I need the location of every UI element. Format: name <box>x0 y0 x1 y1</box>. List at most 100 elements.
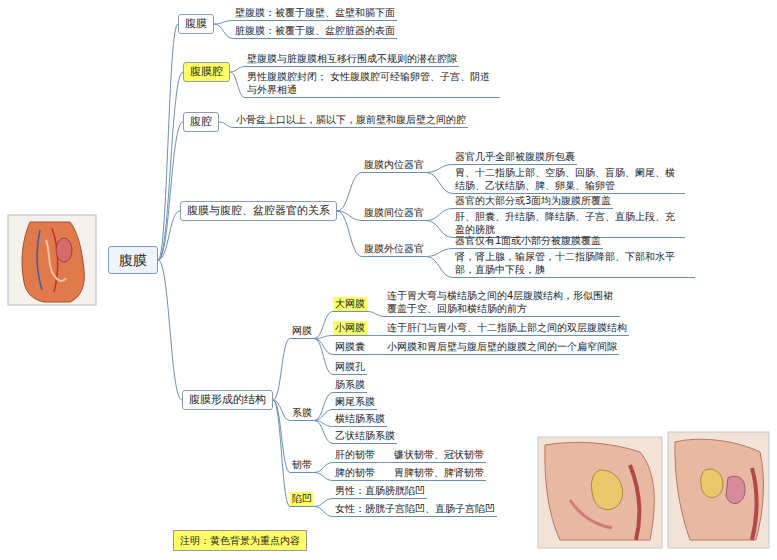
node-label: 陷凹 <box>292 493 312 504</box>
mindmap-connector <box>426 221 453 238</box>
node-label: 连于胃大弯与横结肠之间的4层腹膜结构，形似围裙覆盖于空、回肠和横结肠的前方 <box>387 290 613 314</box>
mindmap-connector <box>367 312 385 317</box>
note-box: 注明：黄色背景为重点内容 <box>173 530 307 551</box>
node-label: 器官仅有1面或小部分被腹膜覆盖 <box>455 235 601 246</box>
mindmap-connector <box>367 354 385 355</box>
node-label: 女性：膀胱子宫陷凹、直肠子宫陷凹 <box>335 503 495 514</box>
branch-text: 肾，肾上腺，输尿管，十二指肠降部、下部和水平部，直肠中下段，胰 <box>453 250 695 278</box>
node-label: 大网膜 <box>335 298 365 309</box>
branch-text: 连于胃大弯与横结肠之间的4层腹膜结构，形似围裙覆盖于空、回肠和横结肠的前方 <box>385 289 620 317</box>
node-label: 腹膜 <box>185 17 207 30</box>
node-label: 小网膜 <box>335 322 365 333</box>
node-label: 横结肠系膜 <box>335 413 385 424</box>
branch-text: 阑尾系膜 <box>333 395 377 410</box>
node-label: 肝的韧带 <box>335 449 375 460</box>
branch-text: 横结肠系膜 <box>333 412 387 427</box>
mindmap-connector <box>158 24 178 260</box>
mindmap-connector <box>219 122 234 128</box>
branch-text: 壁腹膜与脏腹膜相互移行围成不规则的潜在腔隙 <box>245 52 459 67</box>
node-label: 连于肝门与胃小弯、十二指肠上部之间的双层腹膜结构 <box>387 322 627 333</box>
node-label: 器官几乎全部被腹膜所包裹 <box>455 151 575 162</box>
node-label: 壁腹膜：被覆于腹壁、盆壁和膈下面 <box>235 7 395 18</box>
subtopic-text: 网膜 <box>290 324 314 339</box>
female-pelvis-illustration <box>668 432 769 548</box>
mindmap-connector <box>214 24 233 39</box>
branch-text: 男性：直肠膀胱陷凹 <box>333 484 427 499</box>
node-label: 小骨盆上口以上，膈以下，腹前壁和腹后壁之间的腔 <box>236 114 466 125</box>
node-label: 腹膜腔 <box>190 65 223 78</box>
node-label: 注明：黄色背景为重点内容 <box>180 535 300 546</box>
mindmap-connector <box>314 339 333 355</box>
node-label: 腹膜形成的结构 <box>189 393 266 406</box>
node-label: 韧带 <box>292 459 312 470</box>
mindmap-connector <box>314 463 333 473</box>
node-label: 腹腔 <box>190 115 212 128</box>
node-label: 脏腹膜：被覆于腹、盆腔脏器的表面 <box>235 25 395 36</box>
node-label: 脾的韧带 <box>335 467 375 478</box>
mindmap-connector <box>426 257 453 278</box>
branch-text: 胃、十二指肠上部、空肠、回肠、盲肠、阑尾、横结肠、乙状结肠、脾、卵巢、输卵管 <box>453 166 685 194</box>
branch-text: 壁腹膜：被覆于腹壁、盆壁和膈下面 <box>233 6 397 21</box>
branch-text: 女性：膀胱子宫陷凹、直肠子宫陷凹 <box>333 502 497 517</box>
mindmap-connector <box>273 400 290 507</box>
subtopic-text: 腹膜外位器官 <box>362 242 426 257</box>
mindmap-connector <box>158 122 183 260</box>
branch-text: 小骨盆上口以上，膈以下，腹前壁和腹后壁之间的腔 <box>234 113 468 128</box>
mindmap-connector <box>426 173 453 194</box>
branch-text: 男性腹膜腔封闭； 女性腹膜腔可经输卵管、子宫、阴道与外界相通 <box>245 70 500 98</box>
subtopic-text: 系膜 <box>290 406 314 421</box>
node-label: 腹膜 <box>119 252 147 268</box>
node-label: 胃、十二指肠上部、空肠、回肠、盲肠、阑尾、横结肠、乙状结肠、脾、卵巢、输卵管 <box>455 167 675 191</box>
node-label: 阑尾系膜 <box>335 396 375 407</box>
node-label: 腹膜间位器官 <box>364 207 424 218</box>
key-subtopic-text: 陷凹 <box>290 492 314 507</box>
subtopic-text: 肝的韧带 <box>333 448 377 463</box>
branch-text: 胃脾韧带、脾肾韧带 <box>392 466 486 481</box>
branch-text: 器官的大部分或3面均为腹膜所覆盖 <box>453 194 613 209</box>
node-label: 腹膜内位器官 <box>364 159 424 170</box>
branch-text: 乙状结肠系膜 <box>333 429 397 444</box>
subtopic-text: 网膜孔 <box>333 360 367 375</box>
node-label: 男性腹膜腔封闭； 女性腹膜腔可经输卵管、子宫、阴道与外界相通 <box>247 71 490 95</box>
mindmap-connector <box>377 480 392 481</box>
branch-text: 器官仅有1面或小部分被腹膜覆盖 <box>453 234 603 249</box>
topic-box: 腹膜 <box>178 14 214 34</box>
branch-text: 连于肝门与胃小弯、十二指肠上部之间的双层腹膜结构 <box>385 321 629 336</box>
mindmap-connector <box>273 400 290 473</box>
mindmap-connector <box>314 499 333 507</box>
mindmap-connector <box>158 260 182 400</box>
subtopic-text: 韧带 <box>290 458 314 473</box>
node-label: 腹膜外位器官 <box>364 243 424 254</box>
node-label: 镰状韧带、冠状韧带 <box>394 449 484 460</box>
node-label: 器官的大部分或3面均为腹膜所覆盖 <box>455 195 611 206</box>
mindmap-connector <box>314 336 333 339</box>
topic-box: 腹膜形成的结构 <box>182 390 273 410</box>
node-label: 网膜孔 <box>335 361 365 372</box>
node-label: 胃脾韧带、脾肾韧带 <box>394 467 484 478</box>
mindmap-connector <box>337 211 362 257</box>
mindmap-connector <box>426 209 453 221</box>
node-label: 网膜囊 <box>335 341 365 352</box>
topic-box: 腹腔 <box>183 112 219 132</box>
mindmap-connector <box>314 410 333 421</box>
mindmap-connector <box>377 462 392 463</box>
node-label: 网膜 <box>292 325 312 336</box>
mindmap-connector <box>314 339 333 375</box>
node-label: 肝、胆囊、升结肠、降结肠、子宫、直肠上段、充盈的膀胱 <box>455 211 675 235</box>
branch-text: 器官几乎全部被腹膜所包裹 <box>453 150 577 165</box>
mindmap-connector <box>314 421 333 444</box>
node-label: 壁腹膜与脏腹膜相互移行围成不规则的潜在腔隙 <box>247 53 457 64</box>
mindmap-connector <box>426 249 453 257</box>
mindmap-connector <box>314 393 333 421</box>
mindmap-connector <box>158 72 183 260</box>
mindmap-connector <box>230 72 245 98</box>
node-label: 系膜 <box>292 407 312 418</box>
node-label: 腹膜与腹腔、盆腔器官的关系 <box>187 204 330 217</box>
mindmap-connector <box>158 211 180 260</box>
mindmap-connector <box>337 173 362 212</box>
mindmap-connector <box>314 473 333 481</box>
mindmap-connector <box>230 67 245 73</box>
subtopic-text: 腹膜间位器官 <box>362 206 426 221</box>
node-label: 肾，肾上腺，输尿管，十二指肠降部、下部和水平部，直肠中下段，胰 <box>455 251 675 275</box>
